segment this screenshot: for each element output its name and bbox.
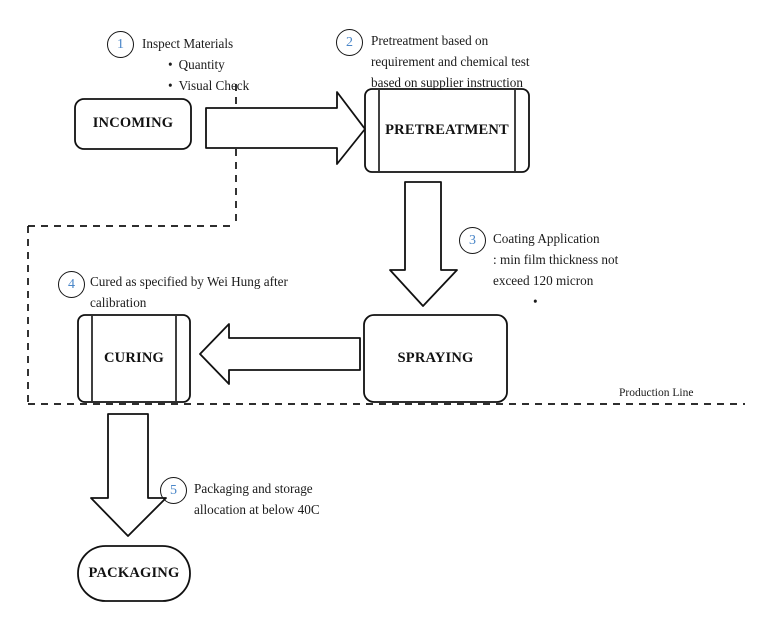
- node-pretreatment[interactable]: [364, 88, 530, 173]
- node-incoming[interactable]: [74, 98, 192, 150]
- callout-2-line-2: based on supplier instruction: [371, 75, 523, 90]
- node-spraying[interactable]: [363, 314, 508, 403]
- callout-5-text: Packaging and storage allocation at belo…: [194, 478, 414, 520]
- production-line-boundary: [27, 84, 745, 405]
- callout-4-heading: Cured as specified by Wei Hung after: [90, 274, 288, 289]
- callout-3-trailing-bullet: [493, 291, 713, 312]
- callout-4-text: Cured as specified by Wei Hung after cal…: [90, 271, 370, 313]
- callout-1-bullet-2: Visual Check: [142, 75, 372, 96]
- callout-3-number: 3: [459, 227, 486, 254]
- callout-2-text: Pretreatment based on requirement and ch…: [371, 30, 621, 93]
- callout-5-line-1: allocation at below 40C: [194, 502, 320, 517]
- callout-1-heading: Inspect Materials: [142, 36, 234, 51]
- callout-4-line-1: calibration: [90, 295, 147, 310]
- callout-1-bullet-1: Quantity: [142, 54, 372, 75]
- callout-2-heading: Pretreatment based on: [371, 33, 489, 48]
- connector-incoming-to-pretreatment: [205, 91, 366, 165]
- node-curing[interactable]: [77, 314, 191, 403]
- callout-3-line-2: exceed 120 micron: [493, 273, 594, 288]
- callout-5-heading: Packaging and storage: [194, 481, 313, 496]
- callout-5-number: 5: [160, 477, 187, 504]
- node-packaging[interactable]: [77, 545, 191, 602]
- callout-2-line-1: requirement and chemical test: [371, 54, 530, 69]
- callout-3-text: Coating Application : min film thickness…: [493, 228, 713, 312]
- callout-1-text: Inspect Materials Quantity Visual Check: [142, 33, 372, 96]
- production-line-label: Production Line: [619, 387, 694, 399]
- callout-3-line-1: : min film thickness not: [493, 252, 619, 267]
- connector-spraying-to-curing: [199, 323, 361, 385]
- callout-4-number: 4: [58, 271, 85, 298]
- connector-pretreatment-to-spraying: [389, 181, 458, 307]
- callout-3-heading: Coating Application: [493, 231, 600, 246]
- connector-curing-to-packaging: [90, 413, 167, 537]
- callout-1-number: 1: [107, 31, 134, 58]
- callout-2-number: 2: [336, 29, 363, 56]
